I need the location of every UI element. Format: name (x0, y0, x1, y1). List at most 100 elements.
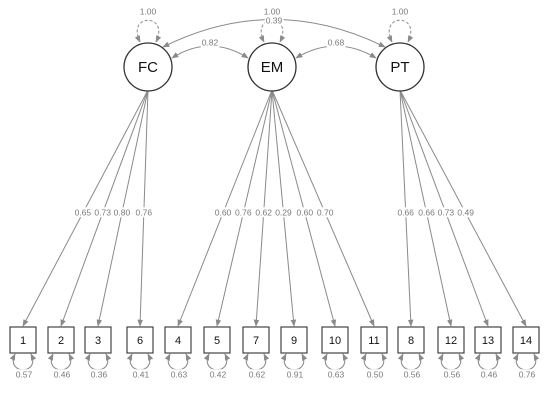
loading-value-11: 0.70 (315, 207, 335, 218)
covariance-path-fc-em (171, 45, 249, 59)
residual-value-4: 0.63 (169, 369, 189, 380)
indicator-box (47, 326, 75, 354)
indicator-box (512, 326, 540, 354)
svg-text:0.76: 0.76 (235, 207, 252, 217)
loading-value-1: 0.65 (73, 207, 93, 218)
indicator-node-3: 3 (84, 326, 112, 354)
loading-value-10: 0.60 (295, 207, 315, 218)
latent-label: FC (138, 59, 158, 76)
indicator-node-4: 4 (164, 326, 192, 354)
indicator-node-13: 13 (474, 326, 502, 354)
svg-text:0.42: 0.42 (210, 369, 227, 379)
indicator-box (437, 326, 465, 354)
indicator-box (164, 326, 192, 354)
residual-loop-5 (203, 353, 231, 371)
indicator-box (280, 326, 308, 354)
svg-text:1.00: 1.00 (264, 6, 281, 16)
svg-text:0.65: 0.65 (75, 207, 92, 217)
residual-value-12: 0.56 (442, 369, 462, 380)
svg-text:0.49: 0.49 (457, 207, 474, 217)
latent-circle (375, 42, 425, 92)
loading-value-6: 0.76 (134, 207, 154, 218)
svg-text:0.57: 0.57 (16, 369, 33, 379)
residual-loop-7 (242, 353, 270, 371)
residual-loop-11 (360, 353, 388, 371)
svg-text:0.60: 0.60 (215, 207, 232, 217)
residual-value-13: 0.46 (479, 369, 499, 380)
loading-value-12: 0.66 (417, 207, 437, 218)
svg-text:0.76: 0.76 (136, 207, 153, 217)
svg-text:0.39: 0.39 (266, 15, 283, 25)
residual-loop-6 (126, 353, 154, 371)
svg-text:0.68: 0.68 (328, 37, 345, 47)
loading-value-5: 0.76 (234, 207, 253, 218)
svg-text:0.63: 0.63 (328, 369, 345, 379)
svg-text:0.46: 0.46 (481, 369, 498, 379)
indicator-box (9, 326, 37, 354)
residual-value-6: 0.41 (131, 369, 151, 380)
indicator-box (126, 326, 154, 354)
residual-loop-2 (47, 353, 75, 371)
indicator-box (474, 326, 502, 354)
svg-text:0.66: 0.66 (397, 207, 414, 217)
svg-text:0.36: 0.36 (91, 369, 108, 379)
residual-value-1: 0.57 (14, 369, 34, 380)
indicator-label: 6 (137, 335, 143, 347)
svg-text:0.62: 0.62 (255, 207, 272, 217)
svg-text:0.82: 0.82 (202, 37, 219, 47)
residual-loop-3 (84, 353, 112, 371)
residual-loop-10 (321, 353, 349, 371)
indicator-node-2: 2 (47, 326, 75, 354)
svg-text:0.56: 0.56 (404, 369, 421, 379)
residual-value-5: 0.42 (208, 369, 228, 380)
residual-loop-8 (397, 353, 425, 371)
indicator-label: 10 (329, 335, 341, 347)
indicator-node-7: 7 (242, 326, 270, 354)
indicator-label: 7 (253, 335, 259, 347)
indicator-label: 5 (214, 335, 220, 347)
svg-text:0.41: 0.41 (133, 369, 150, 379)
loading-value-7: 0.62 (254, 207, 274, 218)
svg-text:0.73: 0.73 (438, 207, 455, 217)
latent-variance-value-pt: 1.00 (390, 6, 410, 17)
covariance-value-em-pt: 0.68 (326, 37, 346, 48)
indicator-node-11: 11 (360, 326, 388, 354)
svg-text:0.70: 0.70 (317, 207, 334, 217)
indicator-label: 9 (291, 335, 297, 347)
indicator-node-8: 8 (397, 326, 425, 354)
svg-text:0.80: 0.80 (114, 207, 131, 217)
svg-text:0.73: 0.73 (94, 207, 111, 217)
indicator-label: 12 (445, 335, 457, 347)
loading-value-3: 0.80 (112, 207, 132, 218)
svg-text:0.50: 0.50 (367, 369, 384, 379)
indicator-node-10: 10 (321, 326, 349, 354)
residual-value-3: 0.36 (89, 369, 109, 380)
latent-node-fc: FC (123, 42, 173, 92)
loading-value-8: 0.66 (396, 207, 416, 218)
loading-value-9: 0.29 (274, 207, 294, 218)
residual-value-2: 0.46 (52, 369, 72, 380)
indicator-node-6: 6 (126, 326, 154, 354)
svg-text:0.63: 0.63 (171, 369, 188, 379)
svg-text:0.76: 0.76 (519, 369, 536, 379)
svg-text:0.91: 0.91 (287, 369, 304, 379)
residual-value-14: 0.76 (517, 369, 537, 380)
indicator-box (397, 326, 425, 354)
indicator-node-14: 14 (512, 326, 540, 354)
loading-value-2: 0.73 (93, 207, 113, 218)
svg-text:1.00: 1.00 (392, 6, 409, 16)
residual-value-11: 0.50 (365, 369, 385, 380)
svg-text:0.56: 0.56 (444, 369, 461, 379)
latent-variance-value-fc: 1.00 (138, 6, 158, 17)
indicator-node-1: 1 (9, 326, 37, 354)
latent-node-em: EM (247, 42, 297, 92)
latent-label: EM (261, 59, 284, 76)
residual-loop-9 (280, 353, 308, 371)
indicator-box (84, 326, 112, 354)
svg-text:0.29: 0.29 (275, 207, 292, 217)
indicator-label: 13 (482, 335, 494, 347)
indicator-label: 14 (520, 335, 532, 347)
covariance-value-fc-pt: 0.39 (264, 15, 284, 26)
svg-text:0.60: 0.60 (297, 207, 314, 217)
